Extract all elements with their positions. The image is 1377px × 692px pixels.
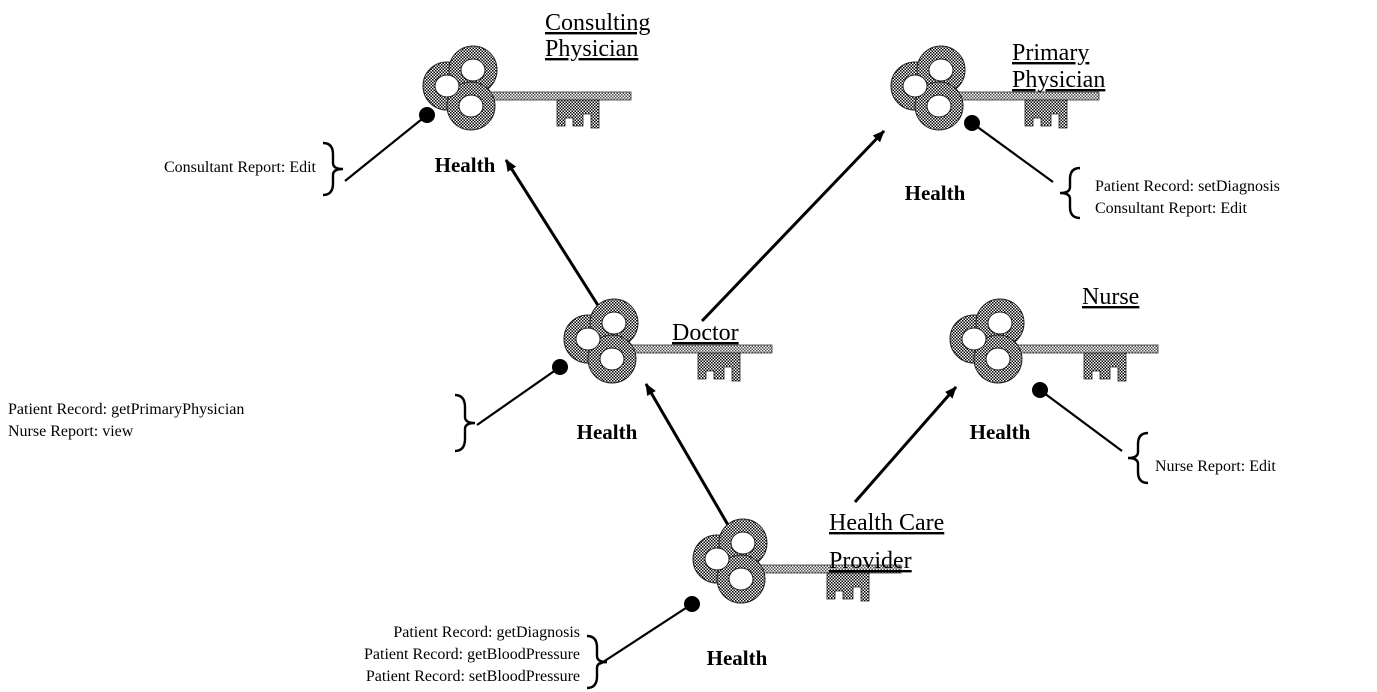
role-title-consulting-physician: Consulting: [545, 10, 650, 36]
role-title-health-care-provider: Provider: [829, 548, 912, 574]
permission-text-consulting-physician: Consultant Report: Edit: [164, 159, 317, 176]
permission-anchor-dot: [419, 107, 435, 123]
permission-connector: [344, 114, 428, 182]
key-icon: [692, 518, 902, 604]
permission-text-health-care-provider: Patient Record: getDiagnosis: [393, 624, 580, 641]
permission-connector: [476, 366, 561, 426]
role-title-primary-physician: Primary: [1012, 40, 1089, 66]
permission-brace: [1127, 431, 1149, 485]
inheritance-arrow-health-care-provider-to-doctor: [644, 383, 737, 538]
permission-brace: [1059, 166, 1081, 220]
permission-brace: [454, 393, 476, 453]
inheritance-arrow-doctor-to-consulting-physician: [504, 159, 608, 319]
domain-label-primary-physician: Health: [905, 181, 966, 205]
inheritance-arrow-health-care-provider-to-nurse: [853, 386, 958, 503]
domain-label-doctor: Health: [577, 420, 638, 444]
key-icon: [422, 45, 632, 131]
inheritance-arrow-doctor-to-primary-physician: [700, 129, 886, 323]
permission-text-health-care-provider: Patient Record: setBloodPressure: [366, 668, 580, 685]
permission-anchor-dot: [964, 115, 980, 131]
role-title-nurse: Nurse: [1082, 284, 1139, 310]
permission-text-nurse: Nurse Report: Edit: [1155, 458, 1276, 475]
key-icon: [563, 298, 773, 384]
permission-connector: [599, 603, 693, 665]
key-icon: [890, 45, 1100, 131]
inheritance-arrows: [504, 129, 958, 538]
permission-text-health-care-provider: Patient Record: getBloodPressure: [364, 646, 580, 663]
permission-anchor-dot: [552, 359, 568, 375]
permission-anchor-dot: [684, 596, 700, 612]
permission-brace: [586, 634, 608, 690]
permission-connector: [971, 122, 1054, 183]
permission-text-primary-physician: Consultant Report: Edit: [1095, 200, 1248, 217]
permission-text-doctor: Nurse Report: view: [8, 423, 134, 440]
permission-brace: [322, 141, 344, 197]
domain-label-nurse: Health: [970, 420, 1031, 444]
permission-text-primary-physician: Patient Record: setDiagnosis: [1095, 178, 1280, 195]
role-title-primary-physician: Physician: [1012, 67, 1105, 93]
permission-text-doctor: Patient Record: getPrimaryPhysician: [8, 401, 244, 418]
key-icon: [949, 298, 1159, 384]
domain-label-health-care-provider: Health: [707, 646, 768, 670]
permission-connector: [1039, 389, 1123, 452]
domain-label-consulting-physician: Health: [435, 153, 496, 177]
role-title-health-care-provider: Health Care: [829, 510, 944, 536]
role-title-doctor: Doctor: [672, 320, 739, 346]
role-title-consulting-physician: Physician: [545, 36, 638, 62]
role-keys: [422, 45, 1159, 604]
permission-anchor-dot: [1032, 382, 1048, 398]
